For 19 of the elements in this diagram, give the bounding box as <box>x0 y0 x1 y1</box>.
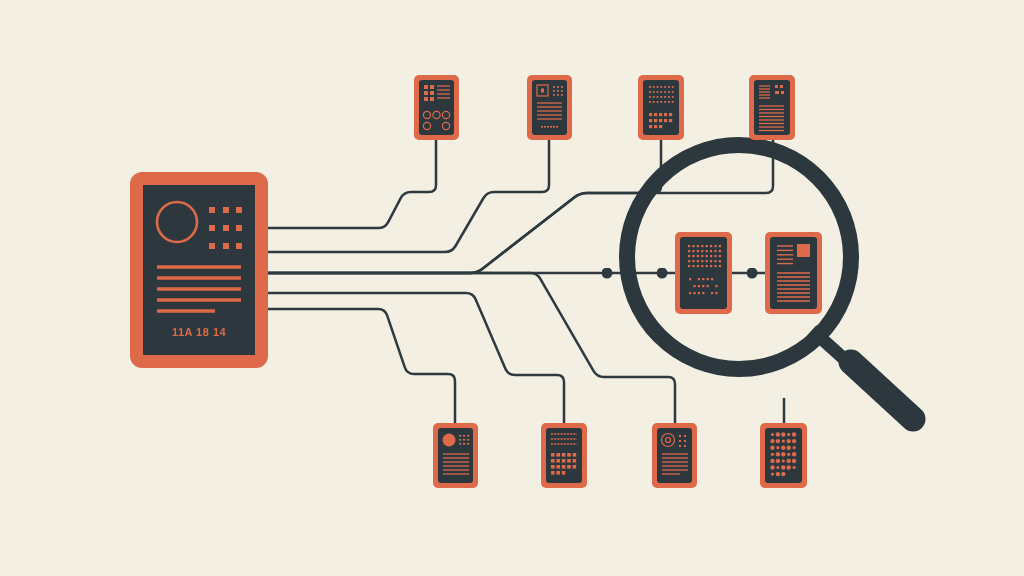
document-icon <box>433 423 478 488</box>
document-icon <box>652 423 697 488</box>
document-card <box>130 172 268 368</box>
connector-line <box>782 398 786 423</box>
document-icon <box>749 75 795 140</box>
document-icon <box>760 423 807 488</box>
connector-line <box>268 140 551 254</box>
document-icon <box>414 75 459 140</box>
connector-line <box>732 268 765 279</box>
reference-code: 11A 18 14 <box>171 326 227 339</box>
connector-line <box>268 140 438 230</box>
connector-line <box>268 291 566 423</box>
connector-line <box>268 307 457 423</box>
document-icon <box>675 232 732 314</box>
document-icon <box>638 75 684 140</box>
document-icon <box>765 232 822 314</box>
document-icon <box>527 75 572 140</box>
connector-line <box>268 268 675 279</box>
document-icon <box>541 423 587 488</box>
